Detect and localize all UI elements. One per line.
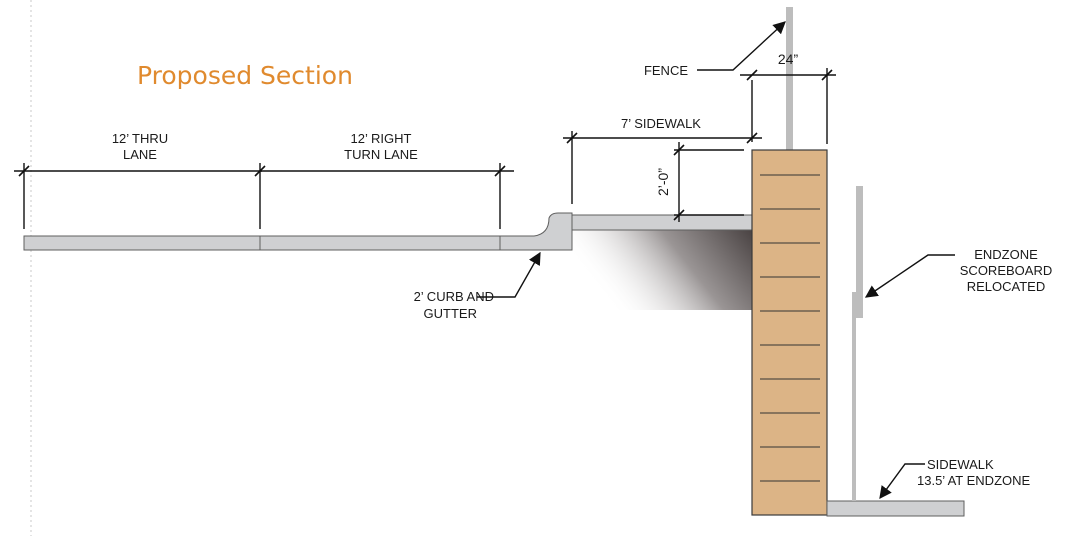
dimension-wall-height: [673, 142, 744, 222]
endzone-sidewalk-slab: [826, 500, 965, 517]
endzone-sidewalk-label-2: 13.5’ AT ENDZONE: [917, 473, 1031, 488]
fence-leader: [697, 21, 786, 71]
scoreboard-leader: [864, 254, 955, 298]
thru-lane-pavement: [23, 235, 261, 251]
thru-lane-label-2: LANE: [123, 147, 157, 162]
fence-post: [786, 7, 793, 150]
sidewalk-slab: [571, 214, 753, 231]
right-turn-lane-label-2: TURN LANE: [344, 147, 418, 162]
right-turn-lane-label-1: 12’ RIGHT: [351, 131, 412, 146]
dimension-sidewalk: [563, 80, 762, 204]
fence-width-label: 24”: [778, 51, 799, 67]
dimension-right-turn-lane: [260, 163, 514, 229]
sidewalk-width-label: 7’ SIDEWALK: [621, 116, 701, 131]
endzone-sidewalk-label-1: SIDEWALK: [927, 457, 994, 472]
scoreboard-label-3: RELOCATED: [967, 279, 1046, 294]
page-title: Proposed Section: [137, 61, 353, 90]
curb-label-1: 2’ CURB AND: [414, 289, 494, 304]
scoreboard-panel: [856, 186, 863, 318]
soil-shading: [572, 230, 752, 310]
scoreboard-label-1: ENDZONE: [974, 247, 1038, 262]
dimension-fence-width: [740, 68, 836, 144]
curb-and-gutter: [499, 212, 573, 251]
thru-lane-label-1: 12’ THRU: [112, 131, 168, 146]
curb-label-2: GUTTER: [424, 306, 477, 321]
scoreboard-label-2: SCOREBOARD: [960, 263, 1052, 278]
wall-height-label: 2’-0”: [655, 168, 671, 196]
endzone-sidewalk-leader: [879, 463, 925, 500]
right-turn-lane-pavement: [259, 235, 501, 251]
retaining-wall: [751, 149, 828, 516]
dimension-thru-lane: [14, 163, 266, 229]
curb-leader: [477, 251, 541, 298]
scoreboard-post: [852, 292, 856, 501]
fence-label: FENCE: [644, 63, 688, 78]
